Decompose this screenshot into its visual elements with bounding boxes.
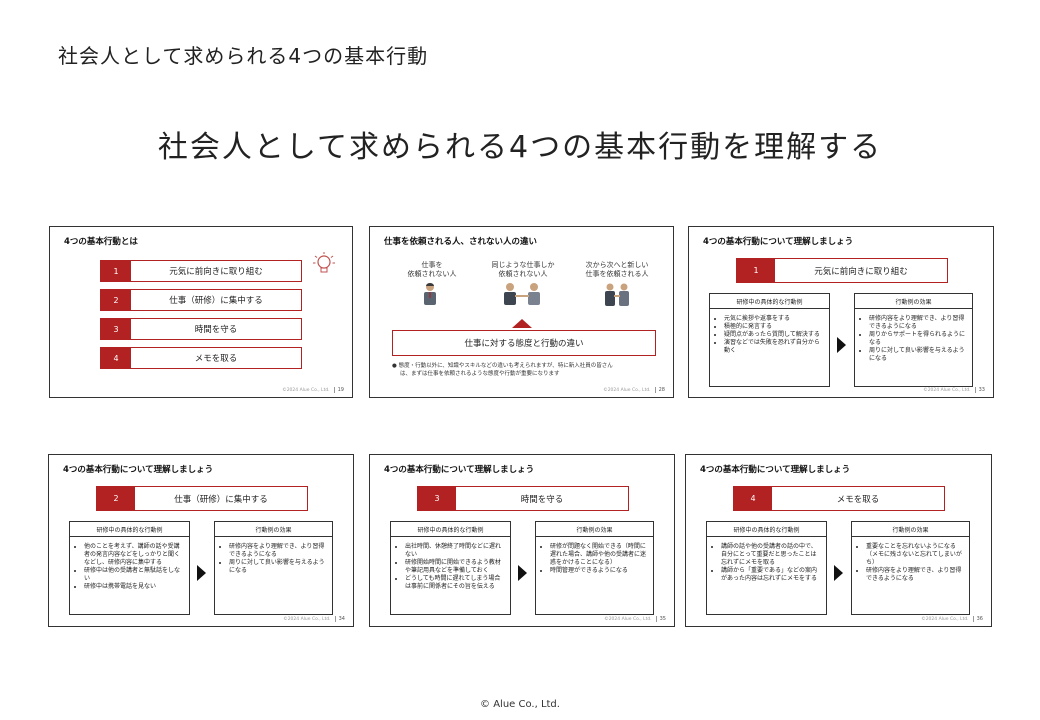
main-title: 社会人として求められる4つの基本行動を理解する — [157, 130, 883, 165]
effects-box: 行動例の効果 研修内容をより理解でき、より習得できるようになる周りからサポートを… — [854, 293, 973, 387]
page-header: 社会人として求められる4つの基本行動 — [58, 44, 429, 68]
right-arrow-icon — [837, 337, 846, 353]
slide-title: 4つの基本行動について理解しましょう — [700, 465, 851, 475]
slide-footer: ©2024 Alue Co., Ltd.34 — [283, 616, 345, 622]
effects-box: 行動例の効果 研修が問題なく開始できる（時間に遅れた場合、講師や他の受講者に迷惑… — [535, 521, 654, 615]
slide-note: ● 態度・行動以外に、知識やスキルなどの違いも考えられますが、特に新入社員の皆さ… — [392, 363, 613, 377]
copyright-footer: © Alue Co., Ltd. — [480, 699, 560, 710]
examples-box: 研修中の具体的な行動例 他のことを考えず、講師の話や受講者の発言内容などをしっか… — [69, 521, 190, 615]
slide-footer: ©2024 Alue Co., Ltd.19 — [282, 387, 344, 393]
column-label-2: 同じような仕事しか依頼されない人 — [491, 261, 555, 278]
slide-title: 4つの基本行動とは — [64, 237, 138, 247]
attitude-difference-box: 仕事に対する態度と行動の違い — [392, 330, 656, 356]
examples-box: 研修中の具体的な行動例 出社時間、休憩終了時間などに遅れない研修開始時間に開始で… — [390, 521, 511, 615]
up-arrow-icon — [512, 319, 532, 328]
slide-footer: ©2024 Alue Co., Ltd.35 — [604, 616, 666, 622]
slide-footer: ©2024 Alue Co., Ltd.33 — [923, 387, 985, 393]
right-arrow-icon — [197, 565, 206, 581]
people-handshake-illustration-2 — [605, 283, 629, 306]
slide-footer: ©2024 Alue Co., Ltd.28 — [603, 387, 665, 393]
effects-box: 行動例の効果 重要なことを忘れないようになる（メモに残さないと忘れてしまいがち）… — [851, 521, 970, 615]
examples-box: 研修中の具体的な行動例 元気に挨拶や返事をする積極的に発言する疑問点があったら質… — [709, 293, 830, 387]
person-illustration-1 — [424, 283, 436, 305]
examples-box: 研修中の具体的な行動例 講師の話や他の受講者の話の中で、自分にとって重要だと思っ… — [706, 521, 827, 615]
slide-title: 仕事を依頼される人、されない人の違い — [384, 237, 538, 247]
right-arrow-icon — [834, 565, 843, 581]
effects-box: 行動例の効果 研修内容をより理解でき、より習得できるようになる周りに対して良い影… — [214, 521, 333, 615]
slide-title: 4つの基本行動について理解しましょう — [703, 237, 854, 247]
slide-title: 4つの基本行動について理解しましょう — [63, 465, 214, 475]
slide-footer: ©2024 Alue Co., Ltd.36 — [921, 616, 983, 622]
column-label-1: 仕事を依頼されない人 — [407, 261, 457, 278]
people-handshake-illustration — [504, 283, 540, 305]
lightbulb-icon — [313, 252, 335, 273]
right-arrow-icon — [518, 565, 527, 581]
slide-thumbnail-28[interactable]: 仕事を依頼される人、されない人の違い 仕事を依頼されない人 同じような仕事しか依… — [369, 226, 674, 398]
column-label-3: 次から次へと新しい仕事を依頼される人 — [585, 261, 649, 278]
slide-title: 4つの基本行動について理解しましょう — [384, 465, 535, 475]
